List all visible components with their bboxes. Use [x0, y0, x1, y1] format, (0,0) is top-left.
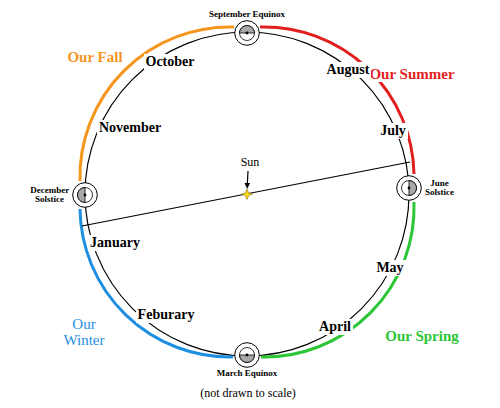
orbit-circle	[85, 32, 409, 356]
summer-arc	[260, 27, 414, 174]
season-label: Our Spring	[383, 328, 461, 345]
season-label: Our Fall	[65, 49, 124, 66]
month-label: April	[317, 319, 353, 334]
earth-position: March Equinox	[234, 342, 260, 368]
earth-dot	[246, 354, 249, 357]
sun-symbol	[242, 189, 253, 200]
month-label: January	[88, 235, 142, 250]
season-point-label: December Solstice	[30, 186, 69, 205]
earth-ring	[73, 183, 98, 208]
month-label: Feburary	[136, 307, 197, 322]
season-label: Our Winter	[61, 316, 106, 349]
season-point-label: March Equinox	[217, 369, 278, 378]
earth-symbol	[396, 175, 422, 201]
apsis-line	[82, 162, 410, 226]
season-point-label: September Equinox	[209, 10, 285, 19]
earth-position: September Equinox	[234, 20, 260, 46]
earth-ring	[235, 343, 260, 368]
sun-leader	[247, 171, 249, 184]
earth-symbol	[234, 20, 260, 46]
earth-dot	[246, 32, 249, 35]
earth-symbol	[234, 342, 260, 368]
note-label: Sun	[239, 156, 262, 169]
earth-ring	[397, 176, 422, 201]
season-label: Our Summer	[367, 66, 456, 83]
month-label: May	[374, 260, 405, 275]
earth-dot	[84, 194, 87, 197]
month-label: July	[378, 123, 408, 138]
note-label: (not drawn to scale)	[198, 387, 298, 400]
earth-position: December Solstice	[72, 182, 98, 208]
earth-disc	[402, 181, 417, 196]
earth-disc	[240, 26, 255, 41]
earth-dot	[408, 187, 411, 190]
earth-position: June Solstice	[396, 175, 422, 201]
earth-ring	[235, 21, 260, 46]
month-label: November	[97, 120, 163, 135]
season-point-label: June Solstice	[425, 179, 454, 198]
earth-disc	[78, 188, 93, 203]
earth-symbol	[72, 182, 98, 208]
sun-leader-head	[245, 183, 251, 189]
month-label: August	[325, 62, 372, 77]
earth-disc	[240, 348, 255, 363]
month-label: October	[144, 54, 197, 69]
